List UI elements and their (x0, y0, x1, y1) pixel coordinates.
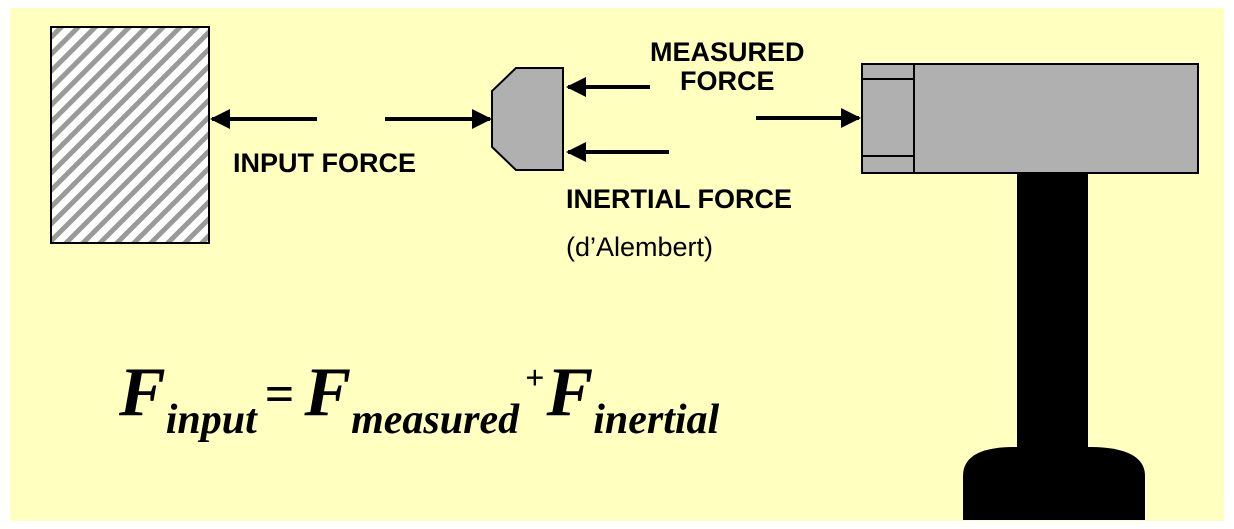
equation-lhs-subscript: input (165, 397, 257, 443)
measured-force-label: MEASURED FORCE (650, 37, 805, 97)
measured-force-label-line1: MEASURED (650, 37, 805, 67)
hammer-base (963, 447, 1145, 520)
equation-term2-subscript: inertial (593, 397, 720, 443)
input-force-label: INPUT FORCE (233, 148, 417, 178)
hammer-handle (1017, 168, 1088, 465)
equation-equals: = (264, 366, 295, 423)
equation-plus: + (525, 360, 545, 397)
equation-term1-symbol: F (304, 354, 352, 431)
impact-tip (491, 67, 564, 171)
equation-term2-symbol: F (546, 354, 594, 431)
rigid-wall (50, 26, 210, 244)
inertial-force-label: INERTIAL FORCE (566, 184, 793, 214)
force-sensor-body (861, 63, 1199, 174)
force-equation: Finput = Fmeasured+Finertial (119, 358, 719, 442)
equation-lhs-symbol: F (119, 354, 166, 431)
equation-term1-subscript: measured (351, 397, 520, 443)
dalembert-note: (d’Alembert) (566, 232, 714, 262)
measured-force-label-line2: FORCE (680, 66, 775, 97)
